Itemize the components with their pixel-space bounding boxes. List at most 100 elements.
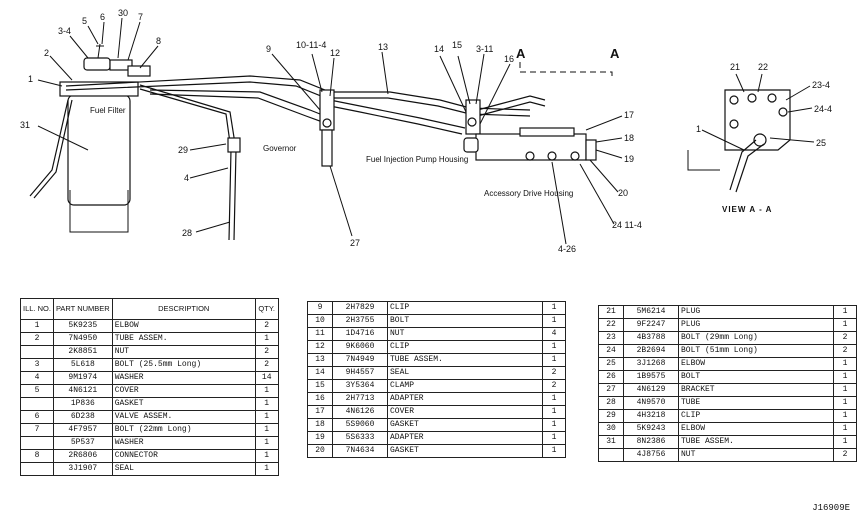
callout-8: 8 <box>156 36 161 46</box>
callout-4-left: 4 <box>184 173 189 183</box>
cell-no: 1 <box>20 319 54 333</box>
fuel-tubes <box>29 75 546 241</box>
callout-12: 12 <box>330 48 340 58</box>
callout-22: 22 <box>758 62 768 72</box>
cell-qty: 1 <box>542 405 566 419</box>
cell-no: 16 <box>307 392 333 406</box>
callout-3-11: 3-11 <box>476 44 493 54</box>
cell-desc: ELBOW <box>111 319 256 333</box>
fuel-filter-label: Fuel Filter <box>90 106 126 115</box>
cell-desc: BOLT (51mm Long) <box>678 344 834 358</box>
cell-qty: 1 <box>542 392 566 406</box>
cell-part: 5S9060 <box>332 418 388 432</box>
accessory-drive-housing <box>463 127 597 161</box>
cell-qty: 2 <box>833 331 857 345</box>
cell-part: 2B2694 <box>623 344 679 358</box>
header-qty: QTY. <box>254 298 279 320</box>
cell-desc: ADAPTER <box>387 431 543 445</box>
cell-part: 9H4557 <box>332 366 388 380</box>
cell-no: 4 <box>20 371 54 385</box>
cell-no: 19 <box>307 431 333 445</box>
cell-desc: WASHER <box>111 436 256 450</box>
cell-part: 4B3788 <box>623 331 679 345</box>
cell-no: 25 <box>598 357 624 371</box>
header-ill-no: ILL. NO. <box>20 298 54 320</box>
callout-23-4: 23-4 <box>812 80 830 90</box>
cell-part: 3Y5364 <box>332 379 388 393</box>
cell-qty: 1 <box>254 397 279 411</box>
cell-desc: BOLT (25.5mm Long) <box>111 358 256 372</box>
cell-qty: 1 <box>833 370 857 384</box>
cell-part: 8N2386 <box>623 435 679 449</box>
callout-25: 25 <box>816 138 826 148</box>
cell-part: 4N6126 <box>332 405 388 419</box>
cell-part: 9F2247 <box>623 318 679 332</box>
cell-desc: VALVE ASSEM. <box>111 410 256 424</box>
cell-qty: 1 <box>833 318 857 332</box>
cell-part: 5P537 <box>52 436 113 450</box>
cell-qty: 1 <box>833 396 857 410</box>
cell-part: 2H3755 <box>332 314 388 328</box>
cell-no: 28 <box>598 396 624 410</box>
callout-4-26: 4-26 <box>558 244 576 254</box>
callout-31: 31 <box>20 120 30 130</box>
cell-desc: NUT <box>111 345 256 359</box>
cell-qty: 2 <box>254 345 279 359</box>
cell-desc: CLIP <box>387 301 543 315</box>
valve-assembly <box>83 43 151 77</box>
cell-part: 1P836 <box>52 397 113 411</box>
cell-no: 3 <box>20 358 54 372</box>
cell-no: 2 <box>20 332 54 346</box>
section-a-left: A <box>516 46 526 61</box>
cell-part: 4F7957 <box>52 423 113 437</box>
cell-qty: 2 <box>542 379 566 393</box>
cell-no: 26 <box>598 370 624 384</box>
cell-no: 12 <box>307 340 333 354</box>
callout-3-4: 3-4 <box>58 26 71 36</box>
cell-part: 1D4716 <box>332 327 388 341</box>
fuel-lines-diagram: Fuel Filter <box>20 8 832 254</box>
cell-part: 4J8756 <box>623 448 679 462</box>
cell-part: 7N4949 <box>332 353 388 367</box>
cell-qty: 1 <box>542 418 566 432</box>
header-description: DESCRIPTION <box>111 298 256 320</box>
callout-19: 19 <box>624 154 634 164</box>
cell-qty: 1 <box>542 431 566 445</box>
cell-desc: WASHER <box>111 371 256 385</box>
cell-desc: SEAL <box>111 462 256 476</box>
cell-desc: PLUG <box>678 318 834 332</box>
cell-desc: GASKET <box>387 444 543 458</box>
cell-qty: 4 <box>542 327 566 341</box>
cell-qty: 14 <box>254 371 279 385</box>
callout-6: 6 <box>100 12 105 22</box>
callout-7: 7 <box>138 12 143 22</box>
callout-17: 17 <box>624 110 634 120</box>
cell-qty: 1 <box>833 383 857 397</box>
cell-no: 21 <box>598 305 624 319</box>
cell-no: 10 <box>307 314 333 328</box>
